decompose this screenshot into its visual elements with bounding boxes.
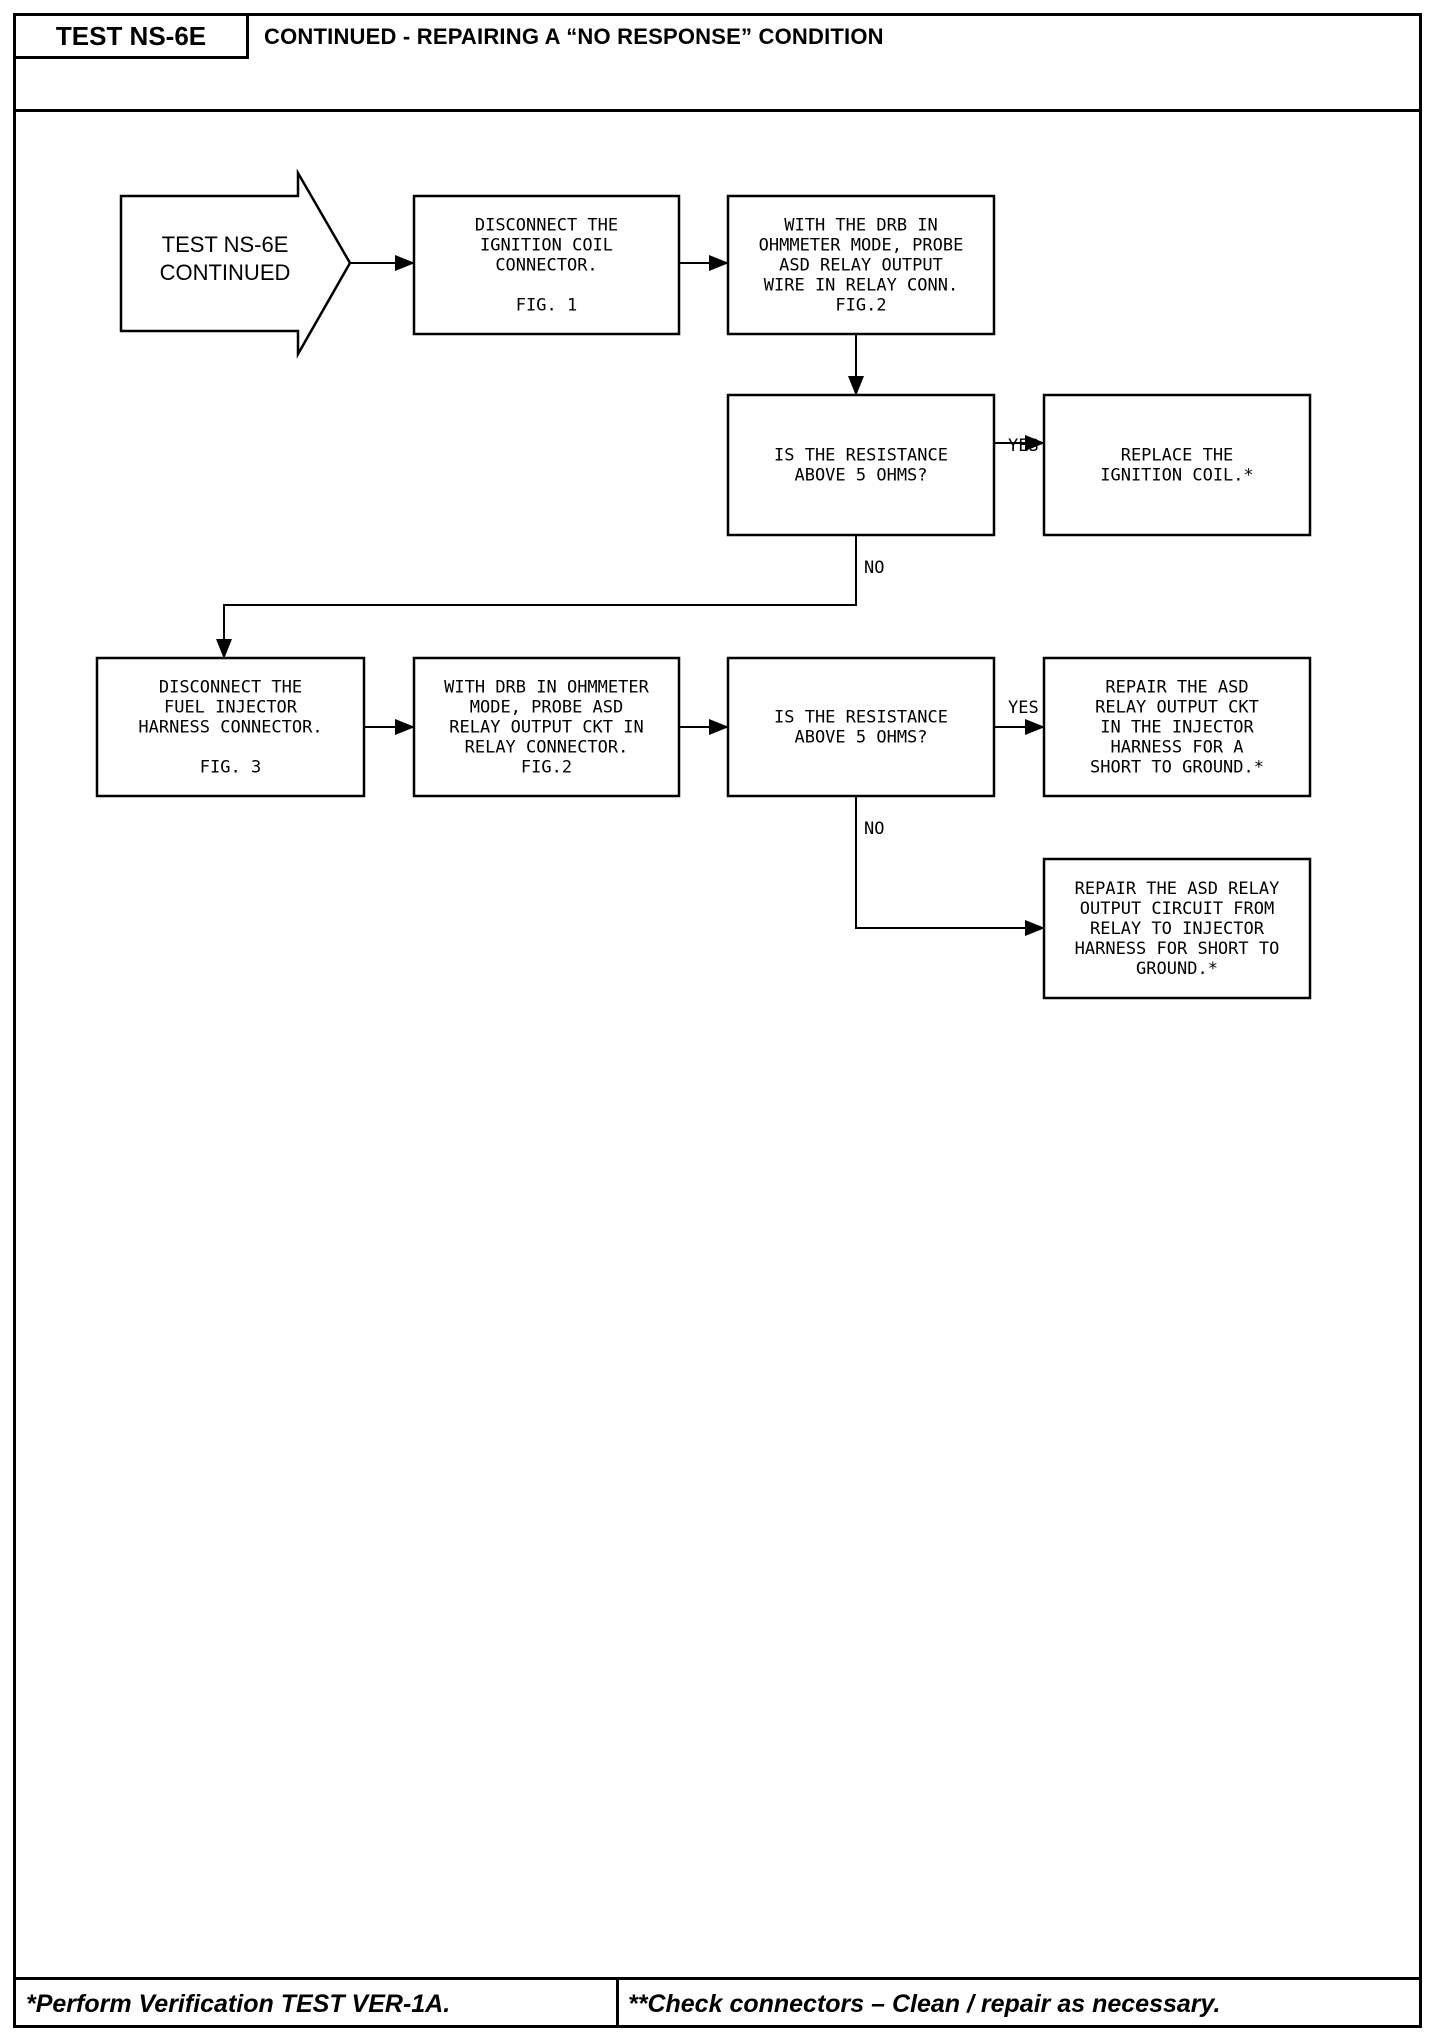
label-no-1: NO xyxy=(864,558,884,578)
box-replace-ignition-coil-line-1: REPLACE THE xyxy=(1121,446,1234,466)
box-repair-asd-injector-harness-line-4: HARNESS FOR A xyxy=(1110,738,1243,758)
decision-resistance-1-line-1: IS THE RESISTANCE xyxy=(774,446,948,466)
box-repair-asd-injector-harness-line-1: REPAIR THE ASD xyxy=(1105,678,1248,698)
label-yes-2: YES xyxy=(1008,698,1039,718)
header-divider xyxy=(16,109,1419,112)
decision-resistance-1-line-2: ABOVE 5 OHMS? xyxy=(794,466,927,486)
box-disconnect-ignition-coil-line-1: DISCONNECT THE xyxy=(475,216,618,236)
decision-resistance-2-line-2: ABOVE 5 OHMS? xyxy=(794,728,927,748)
decision-resistance-2-line-1: IS THE RESISTANCE xyxy=(774,708,948,728)
start-line-1: TEST NS-6E xyxy=(162,232,289,257)
start-line-2: CONTINUED xyxy=(160,260,291,285)
box-disconnect-ignition-coil-line-2: IGNITION COIL xyxy=(480,236,613,256)
footer-verification-note: *Perform Verification TEST VER-1A. xyxy=(26,1990,451,2018)
page-frame: TEST NS-6E CONTINUED - REPAIRING A “NO R… xyxy=(13,13,1422,2028)
box-probe-asd-relay-ckt-line-1: WITH DRB IN OHMMETER xyxy=(444,678,649,698)
box-repair-asd-relay-to-injector-line-3: RELAY TO INJECTOR xyxy=(1090,919,1265,939)
box-disconnect-fuel-injector-line-1: DISCONNECT THE xyxy=(159,678,302,698)
box-repair-asd-relay-to-injector-line-1: REPAIR THE ASD RELAY xyxy=(1075,879,1280,899)
box-probe-asd-relay-wire-line-5: FIG.2 xyxy=(835,296,886,316)
box-disconnect-fuel-injector-line-5: FIG. 3 xyxy=(200,758,261,778)
page-title: CONTINUED - REPAIRING A “NO RESPONSE” CO… xyxy=(264,24,884,49)
box-disconnect-fuel-injector-line-3: HARNESS CONNECTOR. xyxy=(138,718,322,738)
box-repair-asd-relay-to-injector-line-5: GROUND.* xyxy=(1136,959,1218,979)
connectors xyxy=(216,255,1045,936)
box-repair-asd-relay-to-injector-line-2: OUTPUT CIRCUIT FROM xyxy=(1080,899,1274,919)
test-id-label: TEST NS-6E xyxy=(16,16,249,59)
box-probe-asd-relay-ckt-line-4: RELAY CONNECTOR. xyxy=(465,738,629,758)
box-probe-asd-relay-wire-line-1: WITH THE DRB IN xyxy=(784,216,938,236)
box-repair-asd-injector-harness-line-2: RELAY OUTPUT CKT xyxy=(1095,698,1259,718)
box-probe-asd-relay-ckt-line-5: FIG.2 xyxy=(521,758,572,778)
box-disconnect-ignition-coil-line-5: FIG. 1 xyxy=(516,296,577,316)
box-probe-asd-relay-ckt-line-2: MODE, PROBE ASD xyxy=(470,698,624,718)
arrow-b3-no-to-b5 xyxy=(216,535,857,659)
label-yes-1: YES xyxy=(1008,436,1039,456)
box-replace-ignition-coil-line-2: IGNITION COIL.* xyxy=(1100,466,1254,486)
box-probe-asd-relay-wire-line-4: WIRE IN RELAY CONN. xyxy=(764,276,958,296)
box-probe-asd-relay-ckt-line-3: RELAY OUTPUT CKT IN xyxy=(449,718,643,738)
box-disconnect-fuel-injector-line-2: FUEL INJECTOR xyxy=(164,698,298,718)
start-arrow-shape: TEST NS-6E CONTINUED xyxy=(119,168,352,359)
box-probe-asd-relay-wire-line-3: ASD RELAY OUTPUT xyxy=(779,256,943,276)
box-disconnect-ignition-coil-line-3: CONNECTOR. xyxy=(495,256,597,276)
box-repair-asd-injector-harness-line-5: SHORT TO GROUND.* xyxy=(1090,758,1264,778)
arrow-b7-no-to-b9 xyxy=(855,796,1045,936)
box-repair-asd-relay-to-injector-line-4: HARNESS FOR SHORT TO xyxy=(1075,939,1280,959)
footer-connector-note: **Check connectors – Clean / repair as n… xyxy=(628,1990,1221,2018)
box-repair-asd-injector-harness-line-3: IN THE INJECTOR xyxy=(1100,718,1254,738)
footer-divider xyxy=(16,1977,1419,1980)
box-probe-asd-relay-wire-line-2: OHMMETER MODE, PROBE xyxy=(759,236,964,256)
label-no-2: NO xyxy=(864,819,884,839)
footer-separator xyxy=(616,1977,619,2028)
